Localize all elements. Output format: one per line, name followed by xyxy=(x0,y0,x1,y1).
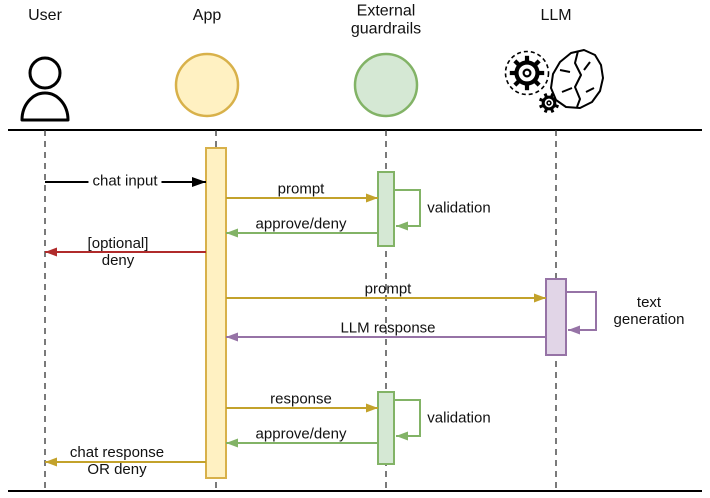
actor-label-llm: LLM xyxy=(540,6,572,24)
message-label-validation-2: validation xyxy=(427,409,491,427)
message-label-approve-deny-1: approve/deny xyxy=(255,215,347,233)
brain-icon xyxy=(550,49,604,109)
message-label-response: response xyxy=(270,390,332,408)
self-loop-validation-2 xyxy=(394,399,421,441)
activation-bar-guardrails-2 xyxy=(377,391,395,465)
actor-label-guardrails: External guardrails xyxy=(350,2,422,38)
message-label-validation-1: validation xyxy=(427,199,491,217)
guardrails-node-icon xyxy=(353,52,419,118)
message-label-chat-response: chat response OR deny xyxy=(69,443,165,478)
self-loop-text-generation xyxy=(566,291,597,335)
gears-brain-icon xyxy=(504,49,604,114)
app-node-icon xyxy=(174,52,240,118)
message-label-approve-deny-2: approve/deny xyxy=(255,425,347,443)
self-loop-validation-1 xyxy=(394,189,421,231)
person-icon xyxy=(20,56,70,122)
small-gear-icon xyxy=(538,92,560,114)
actor-label-app: App xyxy=(192,6,222,24)
activation-bar-app xyxy=(205,147,227,479)
dashed-circle xyxy=(504,50,550,96)
message-label-prompt-1: prompt xyxy=(277,180,325,198)
message-label-llm-response: LLM response xyxy=(340,319,436,337)
person-body xyxy=(20,91,70,122)
activation-bar-guardrails-1 xyxy=(377,171,395,247)
message-label-text-generation: text generation xyxy=(613,293,685,328)
actor-label-user: User xyxy=(28,6,62,24)
person-head xyxy=(28,56,62,90)
message-label-chat-input: chat input xyxy=(88,172,162,190)
activation-bar-llm xyxy=(545,278,567,356)
message-label-optional-deny: [optional] deny xyxy=(87,234,149,269)
large-gear-icon xyxy=(509,55,545,91)
message-label-prompt-2: prompt xyxy=(364,280,412,298)
